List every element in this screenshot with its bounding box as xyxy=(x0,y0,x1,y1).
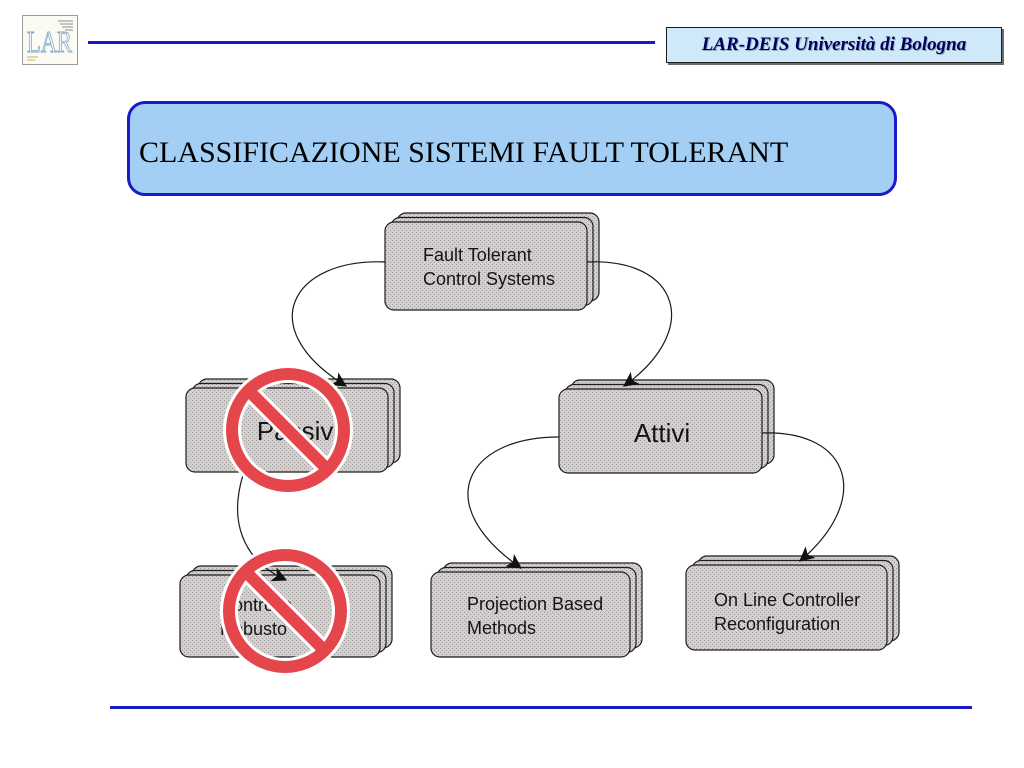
node-label: Projection Based Methods xyxy=(467,594,608,638)
logo-letters: LAR xyxy=(27,24,72,59)
edge-attivi-to-online xyxy=(761,432,845,562)
node-box xyxy=(384,221,588,311)
node-label-line: Control Systems xyxy=(423,269,555,289)
edge-passivi-to-robusto xyxy=(237,471,288,582)
node-box xyxy=(685,564,888,651)
prohibition-icon xyxy=(220,546,350,676)
edge-root-to-passivi xyxy=(291,261,386,387)
logo-small-print-lower xyxy=(27,56,38,61)
lar-logo-graphic: LAR xyxy=(22,15,78,65)
classification-diagram: Fault Tolerant Control Systems Passivi A… xyxy=(179,212,900,676)
lar-logo: LAR xyxy=(22,15,78,65)
footer-rule xyxy=(110,706,972,709)
node-fault-tolerant-control-systems: Fault Tolerant Control Systems xyxy=(384,212,600,311)
edge-root-to-attivi xyxy=(586,261,673,387)
node-label-line: Methods xyxy=(467,618,536,638)
node-label-line: On Line Controller xyxy=(714,590,860,610)
slide-title: CLASSIFICAZIONE SISTEMI FAULT TOLERANT xyxy=(139,135,789,169)
institution-badge: LAR-DEIS Università di Bologna xyxy=(666,27,1002,63)
node-label-line: Attivi xyxy=(634,418,690,448)
node-attivi: Attivi xyxy=(558,379,775,474)
logo-small-print xyxy=(58,20,73,31)
prohibition-icon xyxy=(223,365,353,495)
node-label-line: Fault Tolerant xyxy=(423,245,532,265)
title-banner: CLASSIFICAZIONE SISTEMI FAULT TOLERANT xyxy=(127,101,897,196)
node-box xyxy=(430,571,631,658)
edge-attivi-to-projection xyxy=(467,436,560,569)
node-label: Fault Tolerant Control Systems xyxy=(423,245,555,289)
header-rule xyxy=(88,41,655,44)
node-label: On Line Controller Reconfiguration xyxy=(714,590,865,634)
node-label: Attivi xyxy=(634,418,690,448)
node-label-line: Reconfiguration xyxy=(714,614,840,634)
node-box xyxy=(558,388,763,474)
node-projection-based-methods: Projection Based Methods xyxy=(430,562,643,658)
institution-name: LAR-DEIS Università di Bologna xyxy=(701,34,967,55)
node-on-line-controller-reconfiguration: On Line Controller Reconfiguration xyxy=(685,555,900,651)
node-label-line: Projection Based xyxy=(467,594,603,614)
